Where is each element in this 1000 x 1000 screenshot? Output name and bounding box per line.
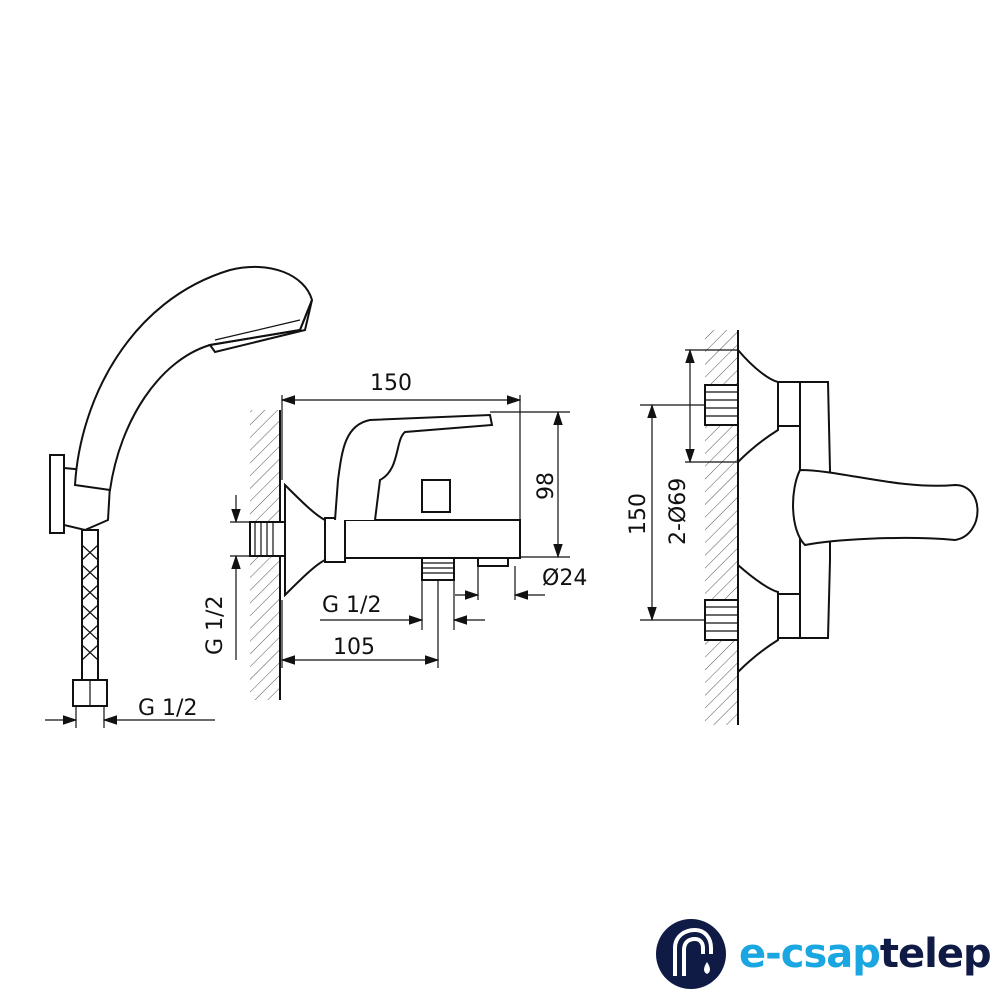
flange-bottom: [737, 562, 779, 675]
shower-handle: [73, 265, 314, 492]
outlet-thread: [421, 557, 455, 581]
flange-diameter-label: 2-Ø69: [666, 478, 691, 545]
outlet-thread-label: G 1/2: [322, 593, 381, 618]
flange-top: [737, 347, 779, 465]
height-label: 98: [534, 472, 559, 500]
inlet-offset-label: 105: [333, 635, 375, 660]
center-distance-label: 150: [626, 493, 651, 535]
inlet-thread-label: G 1/2: [203, 596, 228, 655]
mixer-side-view: 150 98 Ø24 G 1/2 105 G 1/2: [203, 371, 587, 700]
spout-diameter-label: Ø24: [542, 566, 587, 591]
eccentric-nut: [324, 517, 346, 563]
mixer-body: [344, 519, 521, 559]
flange: [284, 482, 326, 598]
brand-prefix: e-csap: [739, 931, 881, 977]
brand-name: e-csaptelep: [739, 931, 992, 977]
mixer-top-view: 2-Ø69 150: [626, 330, 979, 725]
width-label: 150: [370, 371, 412, 396]
brand-suffix: telep: [879, 931, 992, 977]
brand-logo: e-csaptelep: [655, 918, 992, 990]
lever-top: [792, 468, 979, 547]
lever: [334, 413, 494, 521]
hand-shower-view: G 1/2: [45, 265, 314, 728]
hose-thread-label: G 1/2: [138, 696, 197, 721]
diverter-knob: [421, 479, 451, 513]
faucet-logo-icon: [656, 919, 726, 989]
wall-bracket: [49, 454, 65, 534]
spout-aerator: [477, 557, 509, 567]
